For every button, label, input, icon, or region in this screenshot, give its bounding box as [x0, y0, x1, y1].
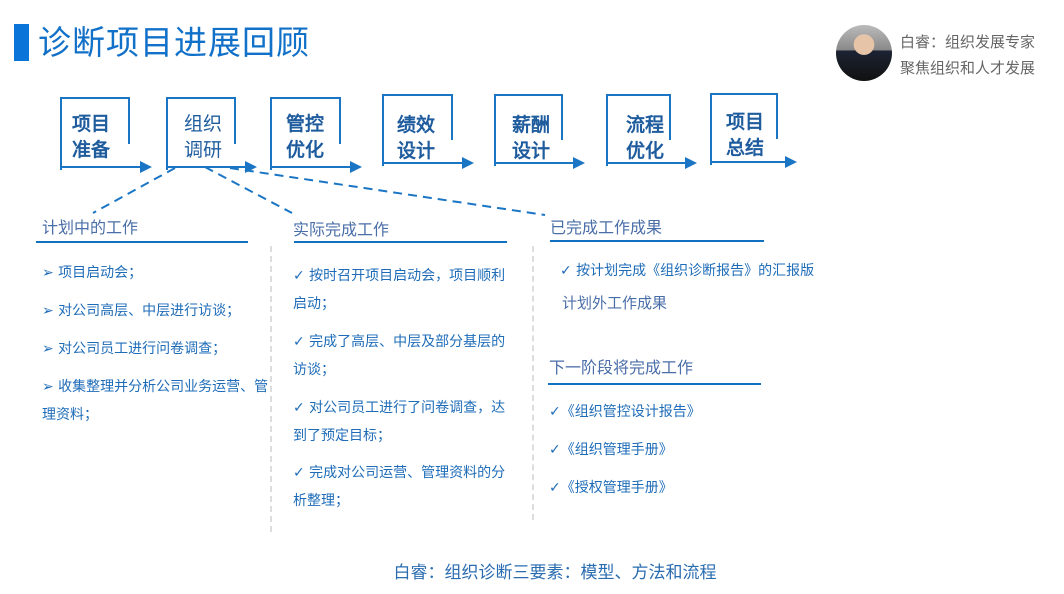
stage-label: 准备 [72, 139, 111, 161]
stage-label: 总结 [726, 137, 765, 159]
flow-arrow [382, 157, 474, 169]
stage-label: 绩效 [397, 114, 436, 136]
title-accent-bar [14, 24, 29, 61]
planned-heading: 计划中的工作 [42, 218, 139, 237]
connector-actual [204, 166, 293, 214]
stage-box-5: 薪酬设计 [494, 94, 563, 168]
stage-label: 薪酬 [512, 114, 551, 136]
stage-label: 流程 [626, 114, 665, 136]
stage-label: 项目 [726, 111, 765, 133]
actual-underline [294, 241, 507, 243]
stage-label: 调研 [184, 139, 223, 161]
presenter-focus: 聚焦组织和人才发展 [900, 59, 1036, 77]
unplanned-results-label: 计划外工作成果 [562, 294, 668, 312]
results-heading: 已完成工作成果 [550, 218, 663, 237]
next-underline [548, 383, 761, 385]
footer-caption: 白睿：组织诊断三要素：模型、方法和流程 [393, 563, 717, 583]
stage-label: 管控 [286, 113, 325, 135]
flow-arrow [494, 157, 585, 169]
stage-label: 设计 [512, 140, 551, 162]
results-underline [550, 240, 764, 242]
next-heading: 下一阶段将完成工作 [549, 358, 694, 377]
flow-arrow [710, 156, 797, 168]
presenter-avatar [836, 25, 892, 81]
stage-box-7: 项目总结 [710, 93, 778, 167]
next-item: ✓《授权管理手册》 [549, 480, 673, 496]
presenter-title: 白睿：组织发展专家 [900, 33, 1036, 51]
flow-arrow [606, 157, 697, 169]
column-divider [532, 246, 534, 520]
planned-item: ➢ 收集整理并分析公司业务运营、管理资料； [42, 379, 269, 423]
connector-results [229, 167, 546, 216]
stage-box-2: 组织调研 [166, 97, 236, 172]
stage-label: 项目 [72, 113, 111, 135]
actual-heading: 实际完成工作 [293, 220, 390, 239]
stage-label: 组织 [184, 113, 223, 135]
planned-item: ➢ 对公司员工进行问卷调查； [42, 341, 227, 357]
connector-planned [92, 167, 176, 214]
actual-item: ✓ 对公司员工进行了问卷调查，达到了预定目标； [293, 400, 506, 444]
flow-arrow [60, 161, 152, 173]
stage-box-3: 管控优化 [270, 97, 341, 172]
planned-item: ➢ 项目启动会； [42, 265, 143, 281]
results-item: ✓ 按计划完成《组织诊断报告》的汇报版 [560, 263, 815, 279]
stage-label: 优化 [286, 139, 325, 161]
page-title: 诊断项目进展回顾 [38, 23, 310, 62]
actual-item: ✓ 按时召开项目启动会，项目顺利启动； [293, 268, 506, 312]
stage-box-1: 项目准备 [60, 97, 130, 172]
column-divider [270, 246, 272, 532]
flow-arrow [270, 161, 362, 173]
planned-underline [36, 241, 248, 243]
next-item: ✓《组织管理手册》 [549, 442, 673, 458]
stage-label: 设计 [397, 140, 436, 162]
actual-item: ✓ 完成了高层、中层及部分基层的访谈； [293, 334, 506, 378]
actual-item: ✓ 完成对公司运营、管理资料的分析整理； [293, 465, 506, 509]
stage-box-6: 流程优化 [606, 94, 671, 168]
next-item: ✓《组织管控设计报告》 [549, 404, 701, 420]
stage-box-4: 绩效设计 [382, 94, 453, 168]
planned-item: ➢ 对公司高层、中层进行访谈； [42, 303, 241, 319]
stage-label: 优化 [626, 140, 665, 162]
